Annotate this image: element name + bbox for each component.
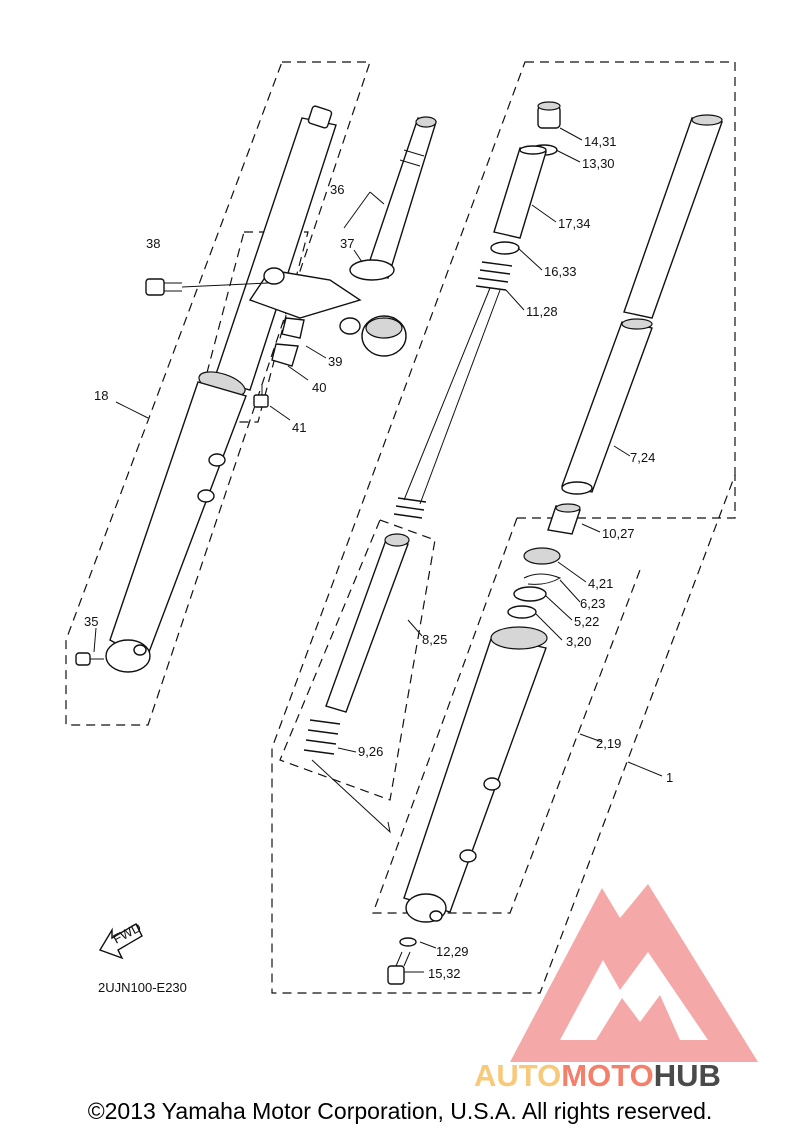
watermark-moto: MOTO bbox=[561, 1058, 653, 1093]
callout-10-27: 10,27 bbox=[602, 526, 635, 541]
watermark-text: AUTOMOTOHUB bbox=[474, 1058, 721, 1093]
copyright-notice: ©2013 Yamaha Motor Corporation, U.S.A. A… bbox=[87, 1098, 713, 1124]
watermark-hub: HUB bbox=[654, 1058, 721, 1093]
callout-11-28: 11,28 bbox=[526, 304, 558, 319]
callout-labels: 14,31 13,30 17,34 16,33 11,28 7,24 10,27… bbox=[84, 134, 673, 995]
callout-4-21: 4,21 bbox=[588, 576, 613, 591]
callout-1: 1 bbox=[666, 770, 673, 785]
left-fork-assembly bbox=[75, 105, 337, 673]
callout-5-22: 5,22 bbox=[574, 614, 599, 629]
callout-7-24: 7,24 bbox=[630, 450, 655, 465]
watermark-logo bbox=[510, 884, 758, 1062]
leader-lines bbox=[93, 127, 663, 973]
callout-39: 39 bbox=[328, 354, 342, 369]
watermark-auto: AUTO bbox=[474, 1058, 561, 1093]
callout-8-25: 8,25 bbox=[422, 632, 447, 647]
spring-upper bbox=[393, 261, 513, 519]
inner-parts bbox=[303, 101, 561, 755]
fwd-arrow-icon: FWD bbox=[98, 920, 144, 960]
callout-35: 35 bbox=[84, 614, 98, 629]
callout-36: 36 bbox=[330, 182, 344, 197]
callout-12-29: 12,29 bbox=[436, 944, 469, 959]
steering-stem bbox=[145, 116, 437, 408]
callout-13-30: 13,30 bbox=[582, 156, 615, 171]
callout-40: 40 bbox=[312, 380, 326, 395]
diagram-code: 2UJN100-E230 bbox=[98, 980, 187, 995]
callout-41: 41 bbox=[292, 420, 306, 435]
callout-16-33: 16,33 bbox=[544, 264, 577, 279]
callout-2-19: 2,19 bbox=[596, 736, 621, 751]
svg-text:AUTOMOTOHUB: AUTOMOTOHUB bbox=[474, 1058, 721, 1093]
callout-14-31: 14,31 bbox=[584, 134, 617, 149]
callout-37: 37 bbox=[340, 236, 354, 251]
callout-6-23: 6,23 bbox=[580, 596, 605, 611]
callout-18: 18 bbox=[94, 388, 108, 403]
callout-9-26: 9,26 bbox=[358, 744, 383, 759]
inner-tube bbox=[507, 114, 723, 619]
callout-15-32: 15,32 bbox=[428, 966, 461, 981]
outer-tube bbox=[387, 626, 548, 985]
callout-38: 38 bbox=[146, 236, 160, 251]
callout-3-20: 3,20 bbox=[566, 634, 591, 649]
callout-17-34: 17,34 bbox=[558, 216, 591, 231]
